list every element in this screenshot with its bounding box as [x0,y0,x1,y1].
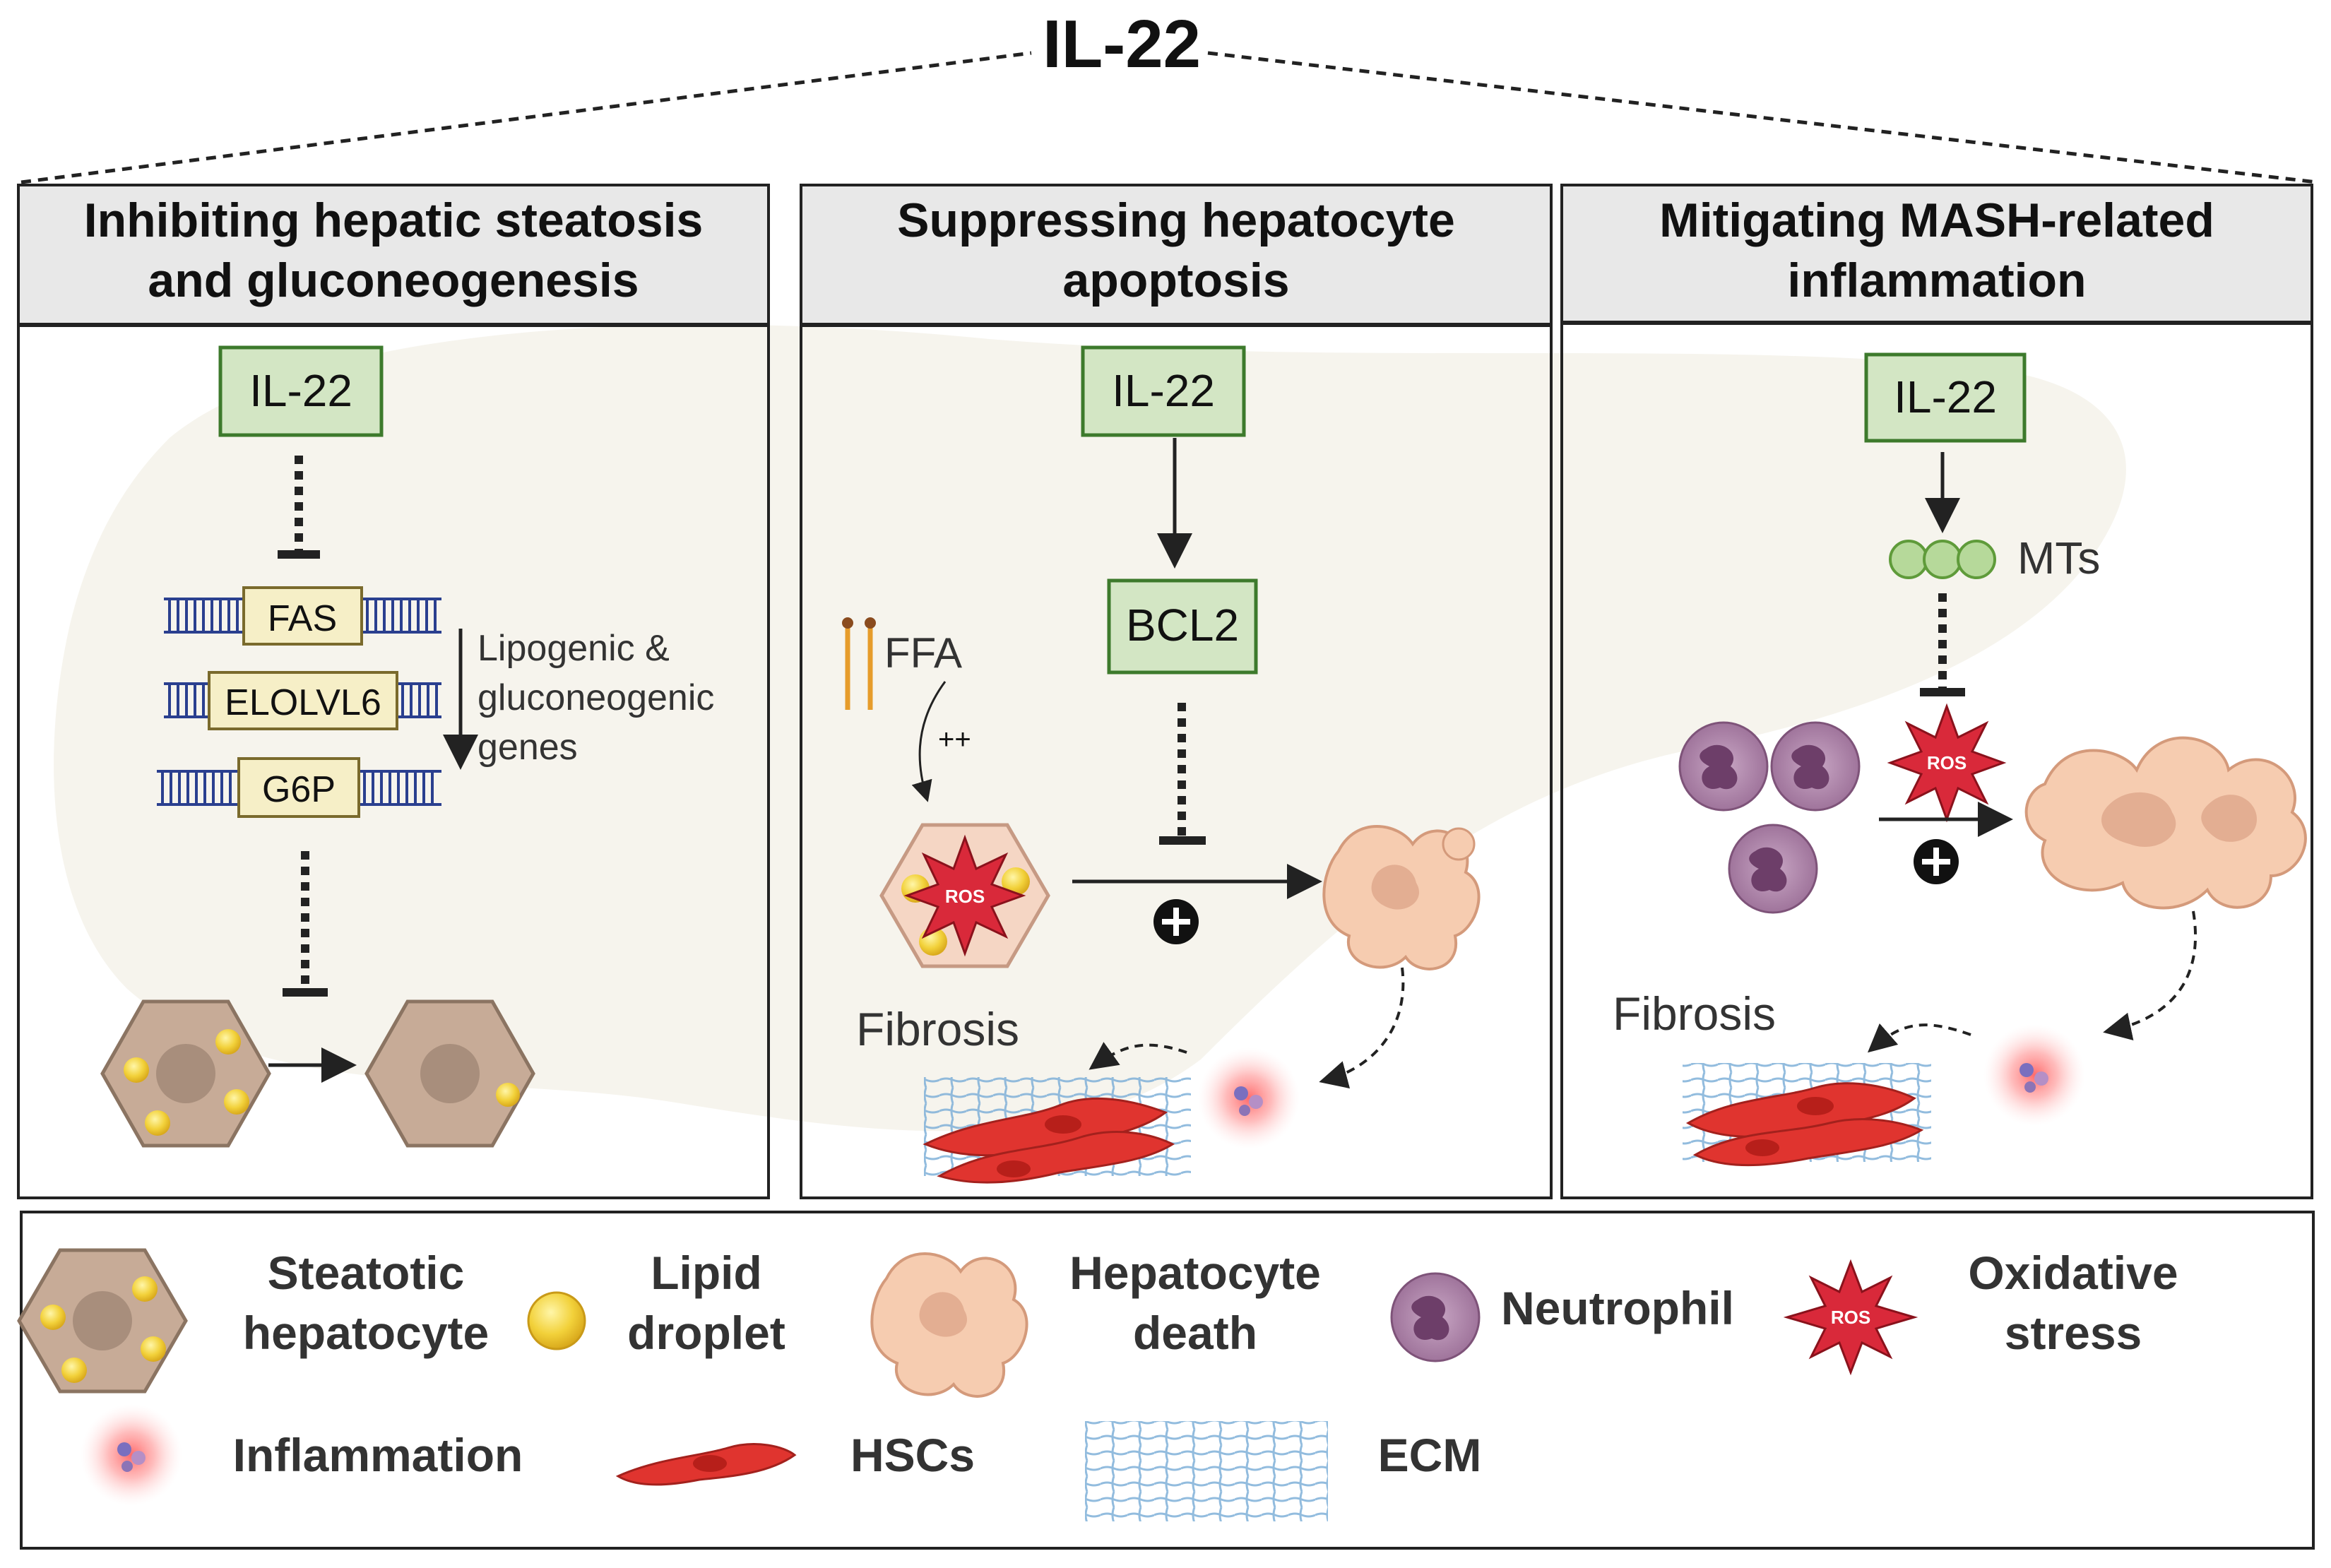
panel-title-line1: Inhibiting hepatic steatosis [84,194,704,247]
hsc-cells [1685,1082,1924,1166]
gene-label: ELOLVL6 [225,682,381,723]
gene-note-line2: gluconeogenic [478,677,714,718]
feedback-arrow [1089,1042,1187,1070]
mts-label: MTs [2017,533,2100,583]
liver-silhouette [54,324,2126,1132]
il22-box-label: IL-22 [249,365,352,416]
plusplus-label: ++ [938,724,971,755]
panel-steatosis: Inhibiting hepatic steatosis and glucone… [17,184,770,1199]
panel-header [1560,184,2313,324]
gene-note-line1: Lipogenic & [478,628,670,669]
ecm-icon [1085,1421,1328,1521]
lipid-droplet-icon [527,1291,586,1350]
panel-title-line1: Mitigating MASH-related [1659,194,2214,247]
diagram-title: IL-22 [1043,6,1201,82]
legend-steatotic-line2: hepatocyte [243,1307,489,1359]
ffa-arrow [911,681,947,802]
il22-box [1081,345,1246,437]
il22-box-label: IL-22 [1112,365,1215,416]
inflammation-icon [1198,1047,1300,1149]
hepatocyte-death-icon [1322,825,1481,970]
steatotic-hepatocyte-icon [364,999,535,1148]
neutrophil-icon [1770,721,1861,812]
hepatocyte-death-icon [2024,736,2307,910]
legend-ecm: ECM [1378,1429,1482,1481]
title-dash-right [1207,51,2318,184]
panel-header [800,184,1553,326]
title-dash-left [20,51,1032,184]
bcl2-box [1107,578,1258,675]
neutrophil-icon [1728,824,1818,914]
legend-hscs: HSCs [850,1429,975,1481]
feedback-arrow [1319,967,1405,1089]
legend-lipid-line1: Lipid [651,1247,762,1299]
ros-label: ROS [1831,1307,1870,1328]
hepatocyte-death-icon [870,1252,1028,1398]
fibrosis-label: Fibrosis [1613,987,1776,1040]
ros-label: ROS [945,886,985,907]
steatotic-hepatocyte-icon [17,1248,188,1394]
ffa-label: FFA [884,629,962,677]
legend-oxidative-line1: Oxidative [1968,1247,2178,1299]
inflammation-icon [1983,1024,2085,1126]
ros-label: ROS [1927,752,1967,773]
inflammation-icon [81,1404,182,1506]
feedback-arrow [2103,910,2197,1040]
panel-title-line1: Suppressing hepatocyte [897,194,1455,247]
legend-death-line2: death [1133,1307,1257,1359]
gene-label: FAS [268,598,337,639]
legend-death-line1: Hepatocyte [1069,1247,1321,1299]
panel-title-line2: apoptosis [1062,254,1289,307]
gene-fas: FAS [164,586,441,646]
hsc-cells [923,1097,1175,1184]
feedback-arrow [1867,1023,1971,1053]
gene-g6p: G6P [157,757,441,818]
legend-inflammation: Inflammation [233,1429,523,1481]
ffa-icon [842,617,876,710]
gene-elolvl6: ELOLVL6 [164,671,441,730]
gene-label: G6P [262,769,336,810]
neutrophil-icon [1390,1272,1481,1362]
panel-title-line2: inflammation [1787,254,2086,307]
legend-neutrophil: Neutrophil [1501,1282,1734,1334]
panel-title-line2: and gluconeogenesis [148,254,639,307]
legend-oxidative-line2: stress [2005,1307,2142,1359]
ros-hepatocyte-icon: ROS [879,823,1050,968]
bcl2-box-label: BCL2 [1126,600,1239,651]
legend-lipid-line2: droplet [627,1307,785,1359]
panel-header [17,184,770,326]
il22-box [218,345,384,437]
il22-box-label: IL-22 [1894,372,1997,422]
steatotic-hepatocyte-icon [100,999,271,1148]
legend: Steatotic hepatocyte Lipid droplet Hepat… [17,1211,2315,1550]
panel-inflammation: Mitigating MASH-related inflammation IL-… [1560,184,2313,1199]
gene-note-line3: genes [478,727,578,768]
hsc-icon [615,1443,797,1486]
fibrosis-label: Fibrosis [856,1003,1019,1055]
ros-icon: ROS [1887,703,2007,823]
neutrophil-icon [1678,721,1769,812]
panel-apoptosis: Suppressing hepatocyte apoptosis IL-22 B… [800,184,1553,1199]
ros-icon: ROS [1783,1259,1918,1376]
legend-steatotic-line1: Steatotic [268,1247,465,1299]
mts-icon [1889,540,1996,579]
il22-box [1864,352,2027,443]
